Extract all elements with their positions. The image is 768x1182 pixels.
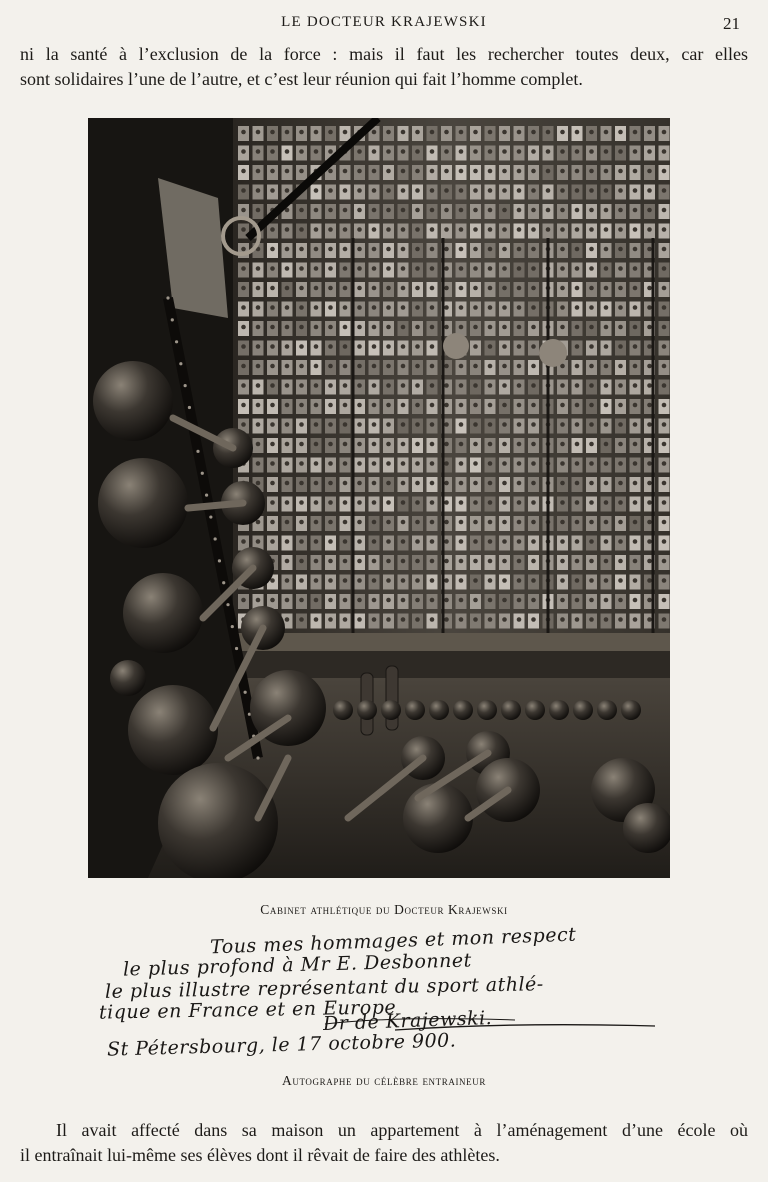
paragraph-line: Il avait affecté dans sa maison un appar… — [56, 1120, 748, 1140]
running-header: LE DOCTEUR KRAJEWSKI 21 — [0, 14, 768, 38]
paragraph-bottom: Il avait affecté dans sa maison un appar… — [20, 1118, 748, 1168]
athletic-cabinet-photograph — [88, 118, 670, 878]
handwritten-autograph: Tous mes hommages et mon respect le plus… — [95, 924, 685, 1061]
autograph-caption: Autographe du célèbre entraineur — [282, 1073, 486, 1088]
page-number: 21 — [723, 14, 740, 33]
photo-caption: Cabinet athlétique du Docteur Krajewski — [260, 902, 508, 917]
paragraph-line: il entraînait lui-même ses élèves dont i… — [20, 1145, 500, 1165]
autograph-underline — [324, 1018, 656, 1031]
paragraph-line: ni la santé à l’exclusion de la force : … — [20, 44, 748, 64]
running-title: LE DOCTEUR KRAJEWSKI — [281, 14, 487, 30]
paragraph-top: ni la santé à l’exclusion de la force : … — [20, 42, 748, 92]
paragraph-line: sont solidaires l’une de l’autre, et c’e… — [20, 69, 583, 89]
